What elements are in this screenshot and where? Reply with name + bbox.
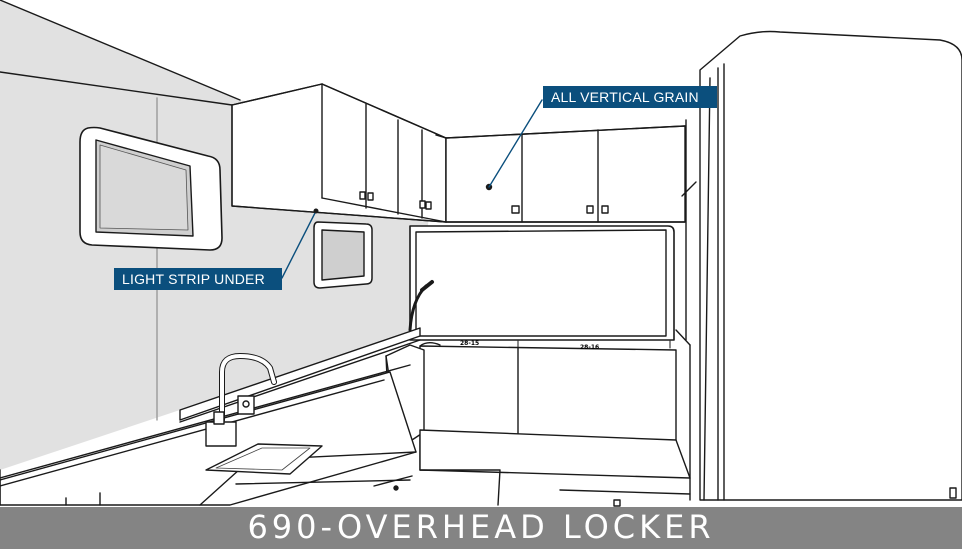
light-strip-marker [313, 208, 319, 214]
left-wall-outline [0, 0, 241, 101]
left-window [79, 126, 223, 251]
left-wall-top-edge [0, 71, 233, 106]
dinette-seat [419, 429, 691, 507]
footer-title: 690-OVERHEAD LOCKER [247, 508, 715, 546]
faucet-icon [205, 353, 277, 447]
callout-all-vertical-grain: ALL VERTICAL GRAIN [543, 86, 717, 108]
sink-basin [205, 443, 323, 475]
footer-bar [0, 507, 962, 549]
overhead-locker-back [435, 125, 686, 223]
entry-door [675, 30, 962, 501]
dim-label-left: 28-15 [460, 340, 479, 347]
reading-light-icon [408, 280, 434, 332]
callout-light-strip-under: LIGHT STRIP UNDER [114, 268, 282, 290]
small-window [313, 221, 373, 289]
back-window [409, 225, 675, 349]
leader-line-left [281, 210, 317, 279]
leader-line-top [488, 99, 543, 188]
dim-label-right: 28-16 [580, 344, 599, 351]
overhead-locker-left [231, 83, 447, 223]
